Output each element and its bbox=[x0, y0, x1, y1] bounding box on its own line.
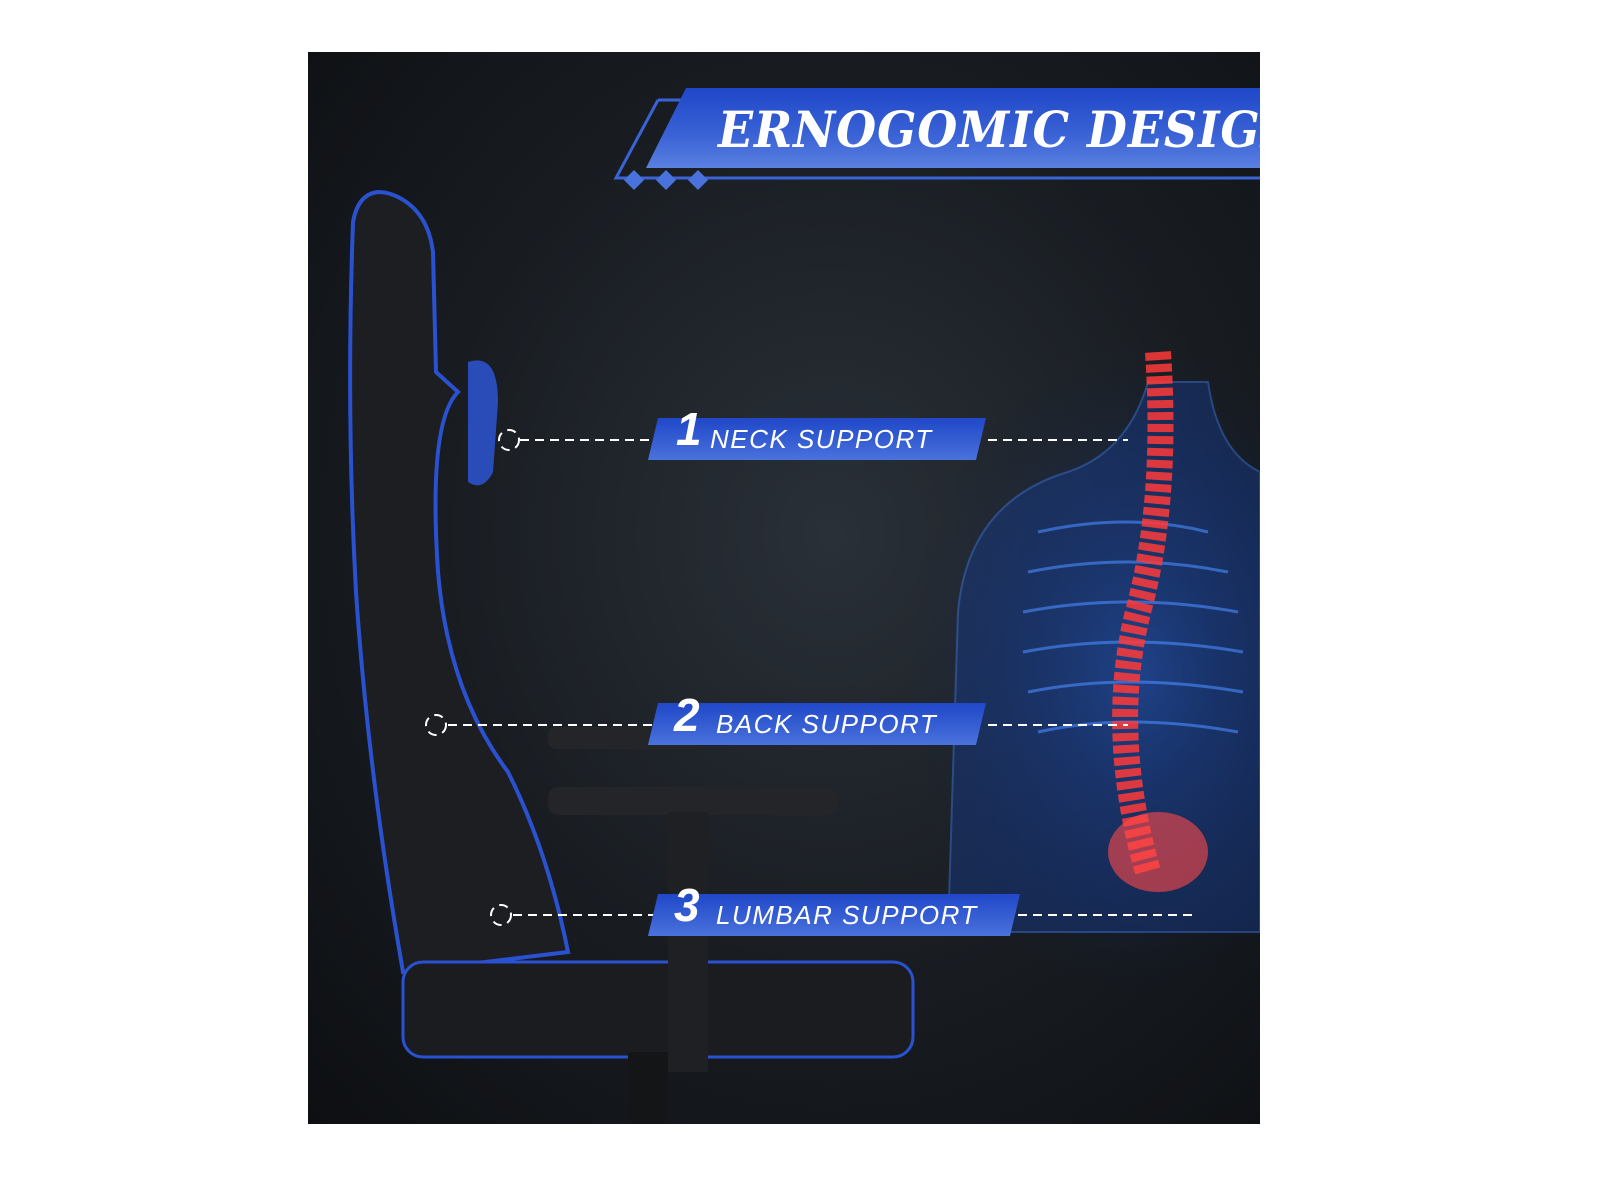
feature-text: LUMBAR SUPPORT bbox=[716, 900, 978, 930]
title-banner bbox=[646, 88, 1260, 168]
feature-label-neck bbox=[648, 418, 986, 460]
product-image: ERNOGOMIC DESIGH 1 NECK SUPPORT 2 BACK S… bbox=[308, 52, 1260, 1124]
feature-number: 2 bbox=[674, 689, 700, 741]
feature-label-lumbar bbox=[648, 894, 1020, 936]
gaming-chair bbox=[348, 189, 915, 1124]
feature-number: 3 bbox=[674, 879, 700, 931]
feature-number: 1 bbox=[676, 403, 702, 455]
feature-text: NECK SUPPORT bbox=[710, 424, 933, 454]
skeleton-figure bbox=[908, 342, 1260, 1002]
chair-and-skeleton-illustration bbox=[348, 98, 1260, 1124]
title: ERNOGOMIC DESIGH bbox=[718, 100, 1260, 159]
callout-lines bbox=[425, 429, 1193, 926]
feature-text: BACK SUPPORT bbox=[716, 709, 938, 739]
feature-label-back bbox=[648, 703, 986, 745]
